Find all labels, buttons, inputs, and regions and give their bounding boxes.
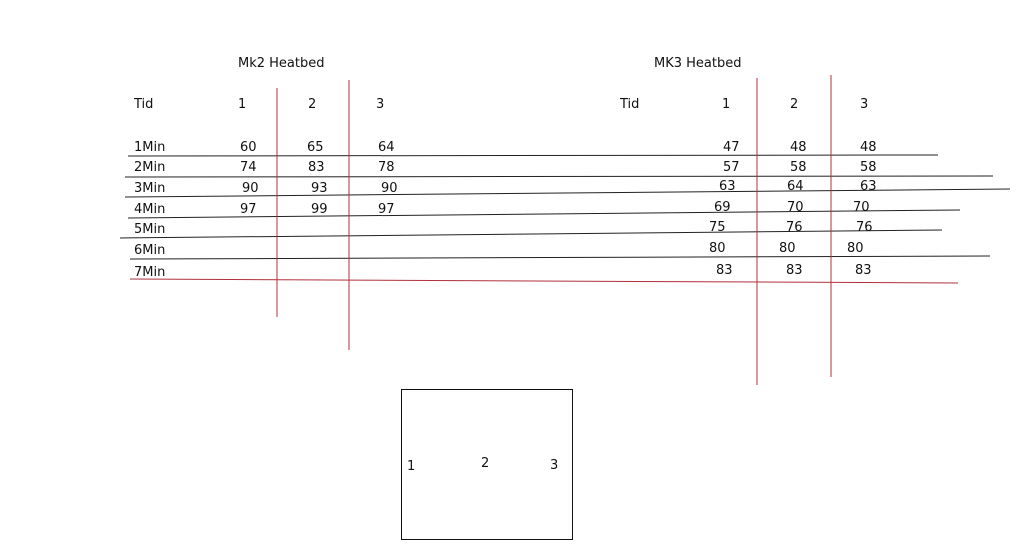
- row-line: [124, 175, 994, 178]
- mk3-cell: 80: [709, 241, 726, 256]
- mk2-cell: 97: [378, 202, 395, 217]
- mk2-cell: 74: [240, 160, 257, 175]
- mk3-cell: 58: [790, 160, 807, 175]
- mk3-cell: 69: [714, 200, 731, 215]
- mk3-cell: 64: [787, 179, 804, 194]
- mk2-time-label: 4Min: [134, 202, 166, 217]
- row-line: [127, 209, 961, 219]
- bed-point-2: 2: [481, 456, 490, 471]
- mk3-cell: 70: [853, 200, 870, 215]
- mk2-cell: 97: [240, 202, 257, 217]
- mk3-cell: 48: [860, 140, 877, 155]
- mk2-time-label: 6Min: [134, 243, 166, 258]
- mk2-cell: 99: [311, 202, 328, 217]
- row-line-red: [129, 278, 959, 284]
- mk2-cell: 78: [378, 160, 395, 175]
- row-line: [129, 255, 991, 260]
- mk3-header-2: 2: [790, 97, 799, 112]
- mk3-title: MK3 Heatbed: [654, 56, 742, 71]
- mk3-cell: 83: [786, 263, 803, 278]
- mk3-cell: 57: [723, 160, 740, 175]
- mk2-time-label: 2Min: [134, 160, 166, 175]
- row-line: [127, 154, 939, 157]
- mk3-cell: 75: [709, 220, 726, 235]
- mk3-header-tid: Tid: [620, 97, 640, 112]
- mk2-header-tid: Tid: [134, 97, 154, 112]
- mk3-header-3: 3: [860, 97, 869, 112]
- mk3-cell: 47: [723, 140, 740, 155]
- mk3-cell: 58: [860, 160, 877, 175]
- mk2-time-label: 5Min: [134, 222, 166, 237]
- mk3-cell: 76: [856, 220, 873, 235]
- mk2-time-label: 1Min: [134, 140, 166, 155]
- mk3-cell: 63: [860, 179, 877, 194]
- mk2-title: Mk2 Heatbed: [238, 56, 325, 71]
- mk2-cell: 90: [242, 181, 259, 196]
- mk3-cell: 80: [847, 241, 864, 256]
- bed-point-1: 1: [407, 459, 416, 474]
- mk2-time-label: 7Min: [134, 265, 166, 280]
- mk3-cell: 76: [786, 220, 803, 235]
- mk2-cell: 83: [308, 160, 325, 175]
- mk2-header-1: 1: [238, 97, 247, 112]
- mk3-cell: 83: [716, 263, 733, 278]
- mk3-cell: 48: [790, 140, 807, 155]
- mk3-cell: 63: [719, 179, 736, 194]
- mk2-header-2: 2: [308, 97, 317, 112]
- mk3-cell: 83: [855, 263, 872, 278]
- row-line: [124, 188, 1011, 198]
- row-line: [119, 229, 943, 239]
- mk3-cell: 80: [779, 241, 796, 256]
- mk3-cell: 70: [787, 200, 804, 215]
- bed-point-3: 3: [550, 458, 559, 473]
- mk2-cell: 90: [381, 181, 398, 196]
- mk2-cell: 64: [378, 140, 395, 155]
- mk2-header-3: 3: [376, 97, 385, 112]
- mk2-cell: 60: [240, 140, 257, 155]
- mk2-cell: 65: [307, 140, 324, 155]
- mk3-header-1: 1: [722, 97, 731, 112]
- mk2-time-label: 3Min: [134, 181, 166, 196]
- heatbed-position-diagram: [401, 389, 573, 540]
- mk2-cell: 93: [311, 181, 328, 196]
